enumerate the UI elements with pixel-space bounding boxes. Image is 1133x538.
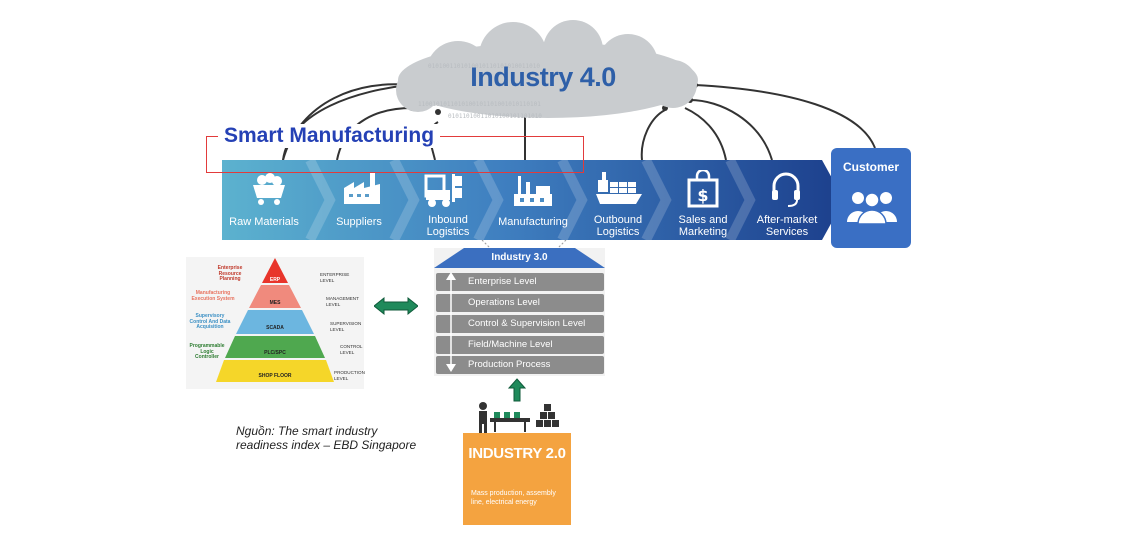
pyramid-right-label-management: MANAGEMENT LEVEL	[326, 296, 359, 307]
industry-2-box: INDUSTRY 2.0 Mass production, assembly l…	[463, 433, 571, 525]
svg-text:010100110101001011010101001101: 0101001101010010110101010011010	[428, 63, 540, 70]
customer-label: Customer	[842, 160, 899, 174]
pyramid-level-mes: MES	[269, 300, 281, 306]
svg-text:01011010011010100101101010: 01011010011010100101101010	[448, 113, 542, 120]
industry-3-level: Production Process	[436, 356, 604, 374]
automation-pyramid	[216, 258, 334, 382]
people-icon	[847, 192, 897, 224]
industry-3-level: Field/Machine Level	[436, 336, 604, 354]
pyramid-right-label-supervision: SUPERVISION LEVEL	[330, 321, 362, 332]
customer-box: Customer	[831, 148, 911, 248]
plant-icon	[514, 176, 552, 206]
pyramid-level-plc: PLC/SPC	[264, 350, 286, 356]
up-arrow-icon	[508, 378, 526, 402]
double-arrow-icon	[374, 296, 418, 316]
pyramid-left-label-scada: Supervisory Control And Data Acquisition	[189, 313, 231, 330]
industry-3-panel	[434, 248, 605, 376]
shopping-bag-icon: $	[687, 170, 719, 208]
vertical-double-arrow-icon	[446, 272, 456, 372]
stage-label-after-market-services: After-market Services	[756, 214, 818, 238]
smart-manufacturing-title: Smart Manufacturing	[218, 124, 441, 148]
pyramid-level-scada: SCADA	[266, 325, 284, 331]
industry-3-level: Operations Level	[436, 294, 604, 312]
stage-label-raw-materials: Raw Materials	[229, 216, 299, 228]
factory-icon	[344, 172, 380, 204]
headset-icon	[772, 172, 800, 207]
industry-3-level: Enterprise Level	[436, 273, 604, 291]
pyramid-left-label-erp: Enterprise Resource Planning	[217, 265, 243, 282]
pyramid-right-label-enterprise: ENTERPRISE LEVEL	[320, 272, 350, 283]
pyramid-left-label-mes: Manufacturing Execution System	[191, 290, 235, 302]
source-line-2: readiness index – EBD Singapore	[236, 438, 417, 452]
industry-2-description: Mass production, assembly line, electric…	[471, 490, 556, 506]
assembly-line-icon	[479, 402, 559, 434]
industry-3-header-shape	[434, 248, 605, 268]
mine-cart-icon	[253, 173, 285, 205]
cargo-ship-icon	[596, 172, 642, 204]
svg-text:$: $	[697, 186, 708, 205]
forklift-icon	[424, 174, 462, 207]
pyramid-right-label-control: CONTROL LEVEL	[340, 344, 363, 355]
pyramid-level-erp: ERP	[269, 277, 281, 283]
stage-label-sales-marketing: Sales and Marketing	[678, 214, 728, 238]
industry-2-title: INDUSTRY 2.0	[468, 445, 566, 462]
pyramid-level-shop-floor: SHOP FLOOR	[258, 373, 292, 379]
svg-text:110010101101010010110100101011: 1100101011010100101101001010110101	[418, 101, 541, 108]
stage-label-suppliers: Suppliers	[336, 216, 382, 228]
industry-3-level: Control & Supervision Level	[436, 315, 604, 333]
stage-label-outbound-logistics: Outbound Logistics	[593, 214, 643, 238]
source-caption: Nguồn: The smart industry readiness inde…	[236, 424, 416, 452]
industry-4-title: Industry 4.0	[470, 62, 616, 92]
industry-3-title: Industry 3.0	[491, 252, 548, 263]
stage-label-manufacturing: Manufacturing	[498, 216, 568, 228]
pyramid-right-label-production: PRODUCTION LEVEL	[334, 370, 365, 381]
source-line-1: Nguồn: The smart industry	[236, 424, 378, 438]
stage-label-inbound-logistics: Inbound Logistics	[426, 214, 470, 238]
pyramid-left-label-plc: Programmable Logic Controller	[189, 343, 225, 360]
industry-cloud: 0101001101010010110101010011010 11001010…	[396, 20, 698, 120]
